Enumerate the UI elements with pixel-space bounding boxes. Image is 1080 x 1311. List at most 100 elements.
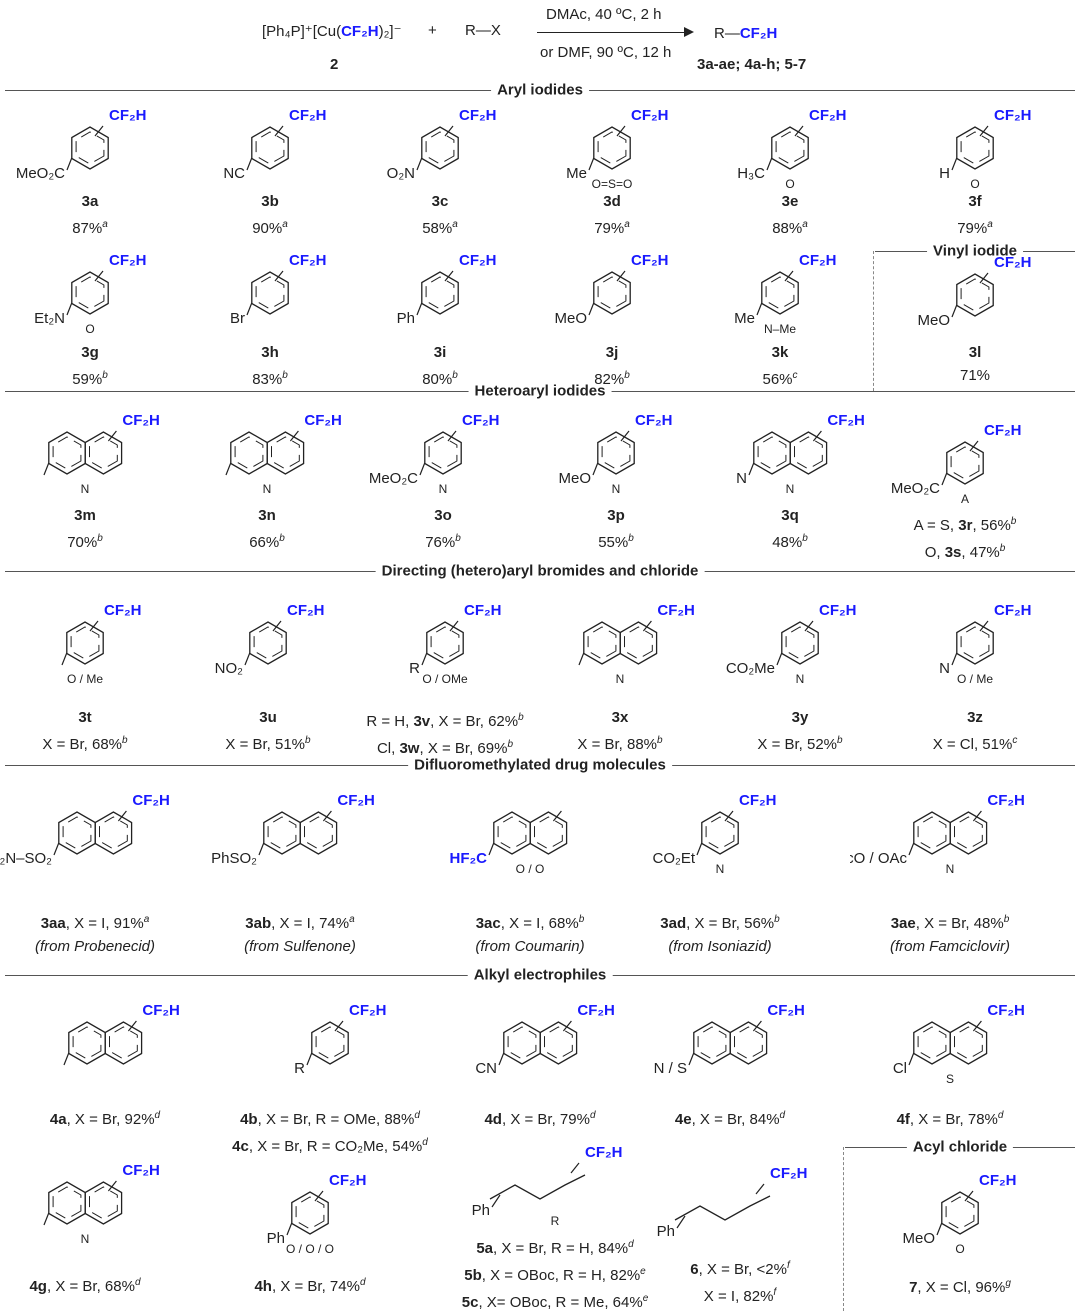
cf2h-group-label: CF₂H [827, 412, 865, 429]
caption-line: 71% [875, 364, 1075, 387]
cf2h-group-label: CF₂H [979, 1172, 1017, 1189]
heteroatom-label: N [81, 482, 90, 495]
caption-line: 76%b [343, 527, 543, 554]
compound-id: 3q [781, 507, 799, 524]
caption-line: 79%a [875, 213, 1075, 240]
double-bond [295, 1196, 325, 1230]
bond [43, 1212, 50, 1226]
cf2h-group-label: CF₂H [770, 1165, 808, 1182]
heteroatom-label: O [85, 322, 94, 335]
cf2h-group-label: CF₂H [287, 602, 325, 619]
compound-caption: 4f, X = Br, 78%d [850, 1104, 1050, 1131]
substituent-label: Me [734, 310, 755, 327]
cf2h-group-label: CF₂H [577, 1002, 615, 1019]
double-bond [917, 1026, 947, 1060]
double-bond [62, 816, 92, 850]
cf2h-group-label: CF₂H [329, 1172, 367, 1189]
caption-line: 5b, X = OBoc, R = H, 82%e [455, 1260, 655, 1287]
caption-line: 55%b [516, 527, 716, 554]
bond [936, 1222, 943, 1236]
bond [416, 157, 423, 171]
bond [908, 842, 915, 856]
substituent-label: CO₂Et [653, 850, 696, 867]
ring-bond [619, 621, 658, 665]
caption-line: 5c, X= OBoc, R = Me, 64%e [455, 1287, 655, 1311]
footnote-marker: b [628, 533, 634, 544]
double-bond [428, 436, 458, 470]
yield-text: 79% [957, 220, 988, 237]
ring-bond [539, 1021, 578, 1065]
ring-bond [94, 811, 133, 855]
footnote-marker: a [349, 914, 355, 925]
yield-text: X = Br, 51% [225, 736, 306, 753]
double-bond [954, 1026, 983, 1060]
section-alkyl: Alkyl electrophiles [5, 966, 1075, 984]
substituent-label: Ph [472, 1202, 490, 1219]
heteroatom-label: N [946, 862, 955, 875]
cf2h-group-label: CF₂H [459, 252, 497, 269]
compound-id: 4g [29, 1278, 47, 1295]
bond [444, 270, 454, 282]
yield-text: 88% [772, 220, 803, 237]
footnote-marker: b [102, 370, 108, 381]
bond [766, 157, 773, 171]
bond [951, 652, 958, 666]
bond [724, 810, 734, 822]
cf2h-group-label: CF₂H [631, 107, 669, 124]
bond [421, 652, 428, 666]
caption-line: X = Cl, 51%c [875, 729, 1075, 756]
bond [562, 1020, 572, 1032]
heteroatom-label: N [612, 482, 621, 495]
footnote-marker: b [578, 914, 585, 925]
compound-caption: 4e, X = Br, 84%d [630, 1104, 830, 1131]
section-title: Vinyl iodide [927, 242, 1023, 260]
bond [776, 652, 783, 666]
double-bond [497, 816, 527, 850]
cf2h-group-label: CF₂H [799, 252, 837, 269]
caption-line: 3aa, X = I, 91%a [0, 908, 195, 935]
substituent-label: PhSO₂ [211, 850, 257, 867]
caption-line: 3ab, X = I, 74%a [200, 908, 400, 935]
double-bond [597, 276, 627, 310]
compound-id: 4b [240, 1111, 258, 1128]
yield-text: X = Cl, 51% [932, 736, 1013, 753]
compound-id: 3p [607, 507, 625, 524]
caption-line: 3x [520, 706, 720, 729]
section-vinyl-iodide: Vinyl iodide [875, 242, 1075, 260]
bond [444, 125, 454, 137]
caption-line: 4c, X = Br, R = CO₂Me, 54%d [230, 1131, 430, 1158]
substituent-label: Ph [267, 1230, 285, 1247]
footnote-marker: b [305, 735, 311, 746]
heteroatom-label: N [263, 482, 272, 495]
bond [244, 652, 251, 666]
reaction-arrow [537, 32, 687, 33]
caption-line: 80%b [340, 364, 540, 391]
caption-line: 3u [168, 706, 368, 729]
footnote-marker: a [987, 219, 993, 230]
cf2h-group-label: CF₂H [462, 412, 500, 429]
source-drug: (from Famciclovir) [890, 938, 1010, 955]
footnote-marker: b [624, 370, 630, 381]
product-ids: 3a-ae; 4a-h; 5-7 [697, 56, 807, 73]
substituent-label: N [736, 470, 747, 487]
